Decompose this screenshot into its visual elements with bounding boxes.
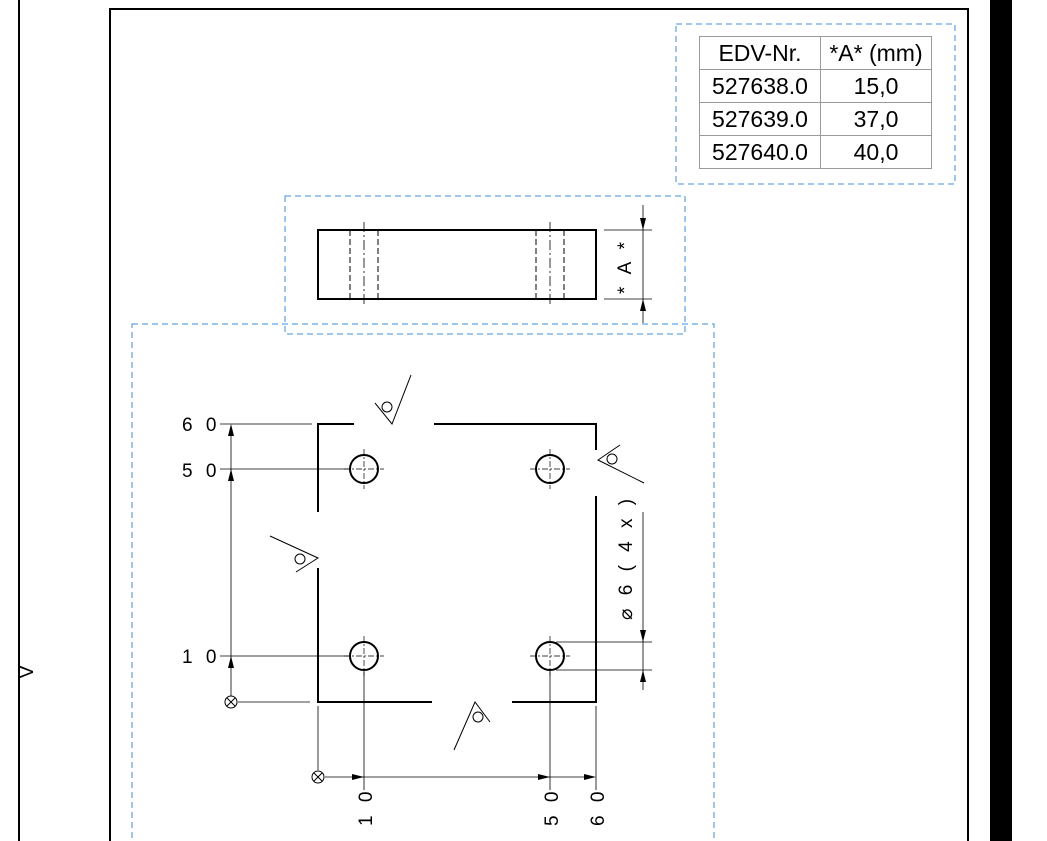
- cell-edv-nr: 527638.0: [699, 69, 821, 103]
- drawing-border: [109, 8, 969, 841]
- part-number-table: EDV-Nr. *A* (mm) 527638.0 15,0 527639.0 …: [699, 36, 932, 169]
- table-row: 527639.0 37,0: [699, 102, 932, 136]
- table-row: 527640.0 40,0: [699, 135, 932, 169]
- y-dim-10: 1 0: [182, 647, 220, 668]
- header-edv-nr: EDV-Nr.: [699, 36, 821, 70]
- hole-diameter-label: ⌀ 6 ( 4 x ): [616, 495, 637, 620]
- plate-outline: [317, 423, 597, 703]
- header-a-mm: *A* (mm): [820, 36, 932, 70]
- surface-symbol-bottom: [453, 701, 491, 751]
- surface-symbol-left: [269, 535, 320, 573]
- thickness-label: * A *: [615, 238, 636, 294]
- side-view-frame: [284, 195, 686, 335]
- hole-top-right: [530, 449, 570, 489]
- top-view: 6 0 5 0 1 0 1 0 5 0 6 0 ⌀ 6 ( 4 x ): [182, 374, 652, 826]
- cell-a-mm: 40,0: [820, 135, 932, 169]
- side-view: * A *: [317, 205, 652, 323]
- x-dim-10: 1 0: [356, 788, 377, 826]
- margin-mark: V: [16, 665, 38, 679]
- cell-edv-nr: 527640.0: [699, 135, 821, 169]
- top-view-frame: [131, 323, 715, 841]
- surface-symbol-top: [374, 374, 412, 425]
- y-origin-marker: [224, 695, 238, 709]
- surface-symbol-right: [597, 444, 645, 484]
- y-dim-60: 6 0: [182, 415, 220, 436]
- x-dim-50: 5 0: [542, 788, 563, 826]
- x-dim-60: 6 0: [588, 788, 609, 826]
- cell-a-mm: 15,0: [820, 69, 932, 103]
- x-origin-marker: [311, 770, 325, 784]
- cell-edv-nr: 527639.0: [699, 102, 821, 136]
- right-black-edge: [990, 0, 1012, 841]
- table-header-row: EDV-Nr. *A* (mm): [699, 36, 932, 70]
- cell-a-mm: 37,0: [820, 102, 932, 136]
- plate-side-outline: [317, 229, 597, 300]
- y-dim-50: 5 0: [182, 461, 220, 482]
- table-row: 527638.0 15,0: [699, 69, 932, 103]
